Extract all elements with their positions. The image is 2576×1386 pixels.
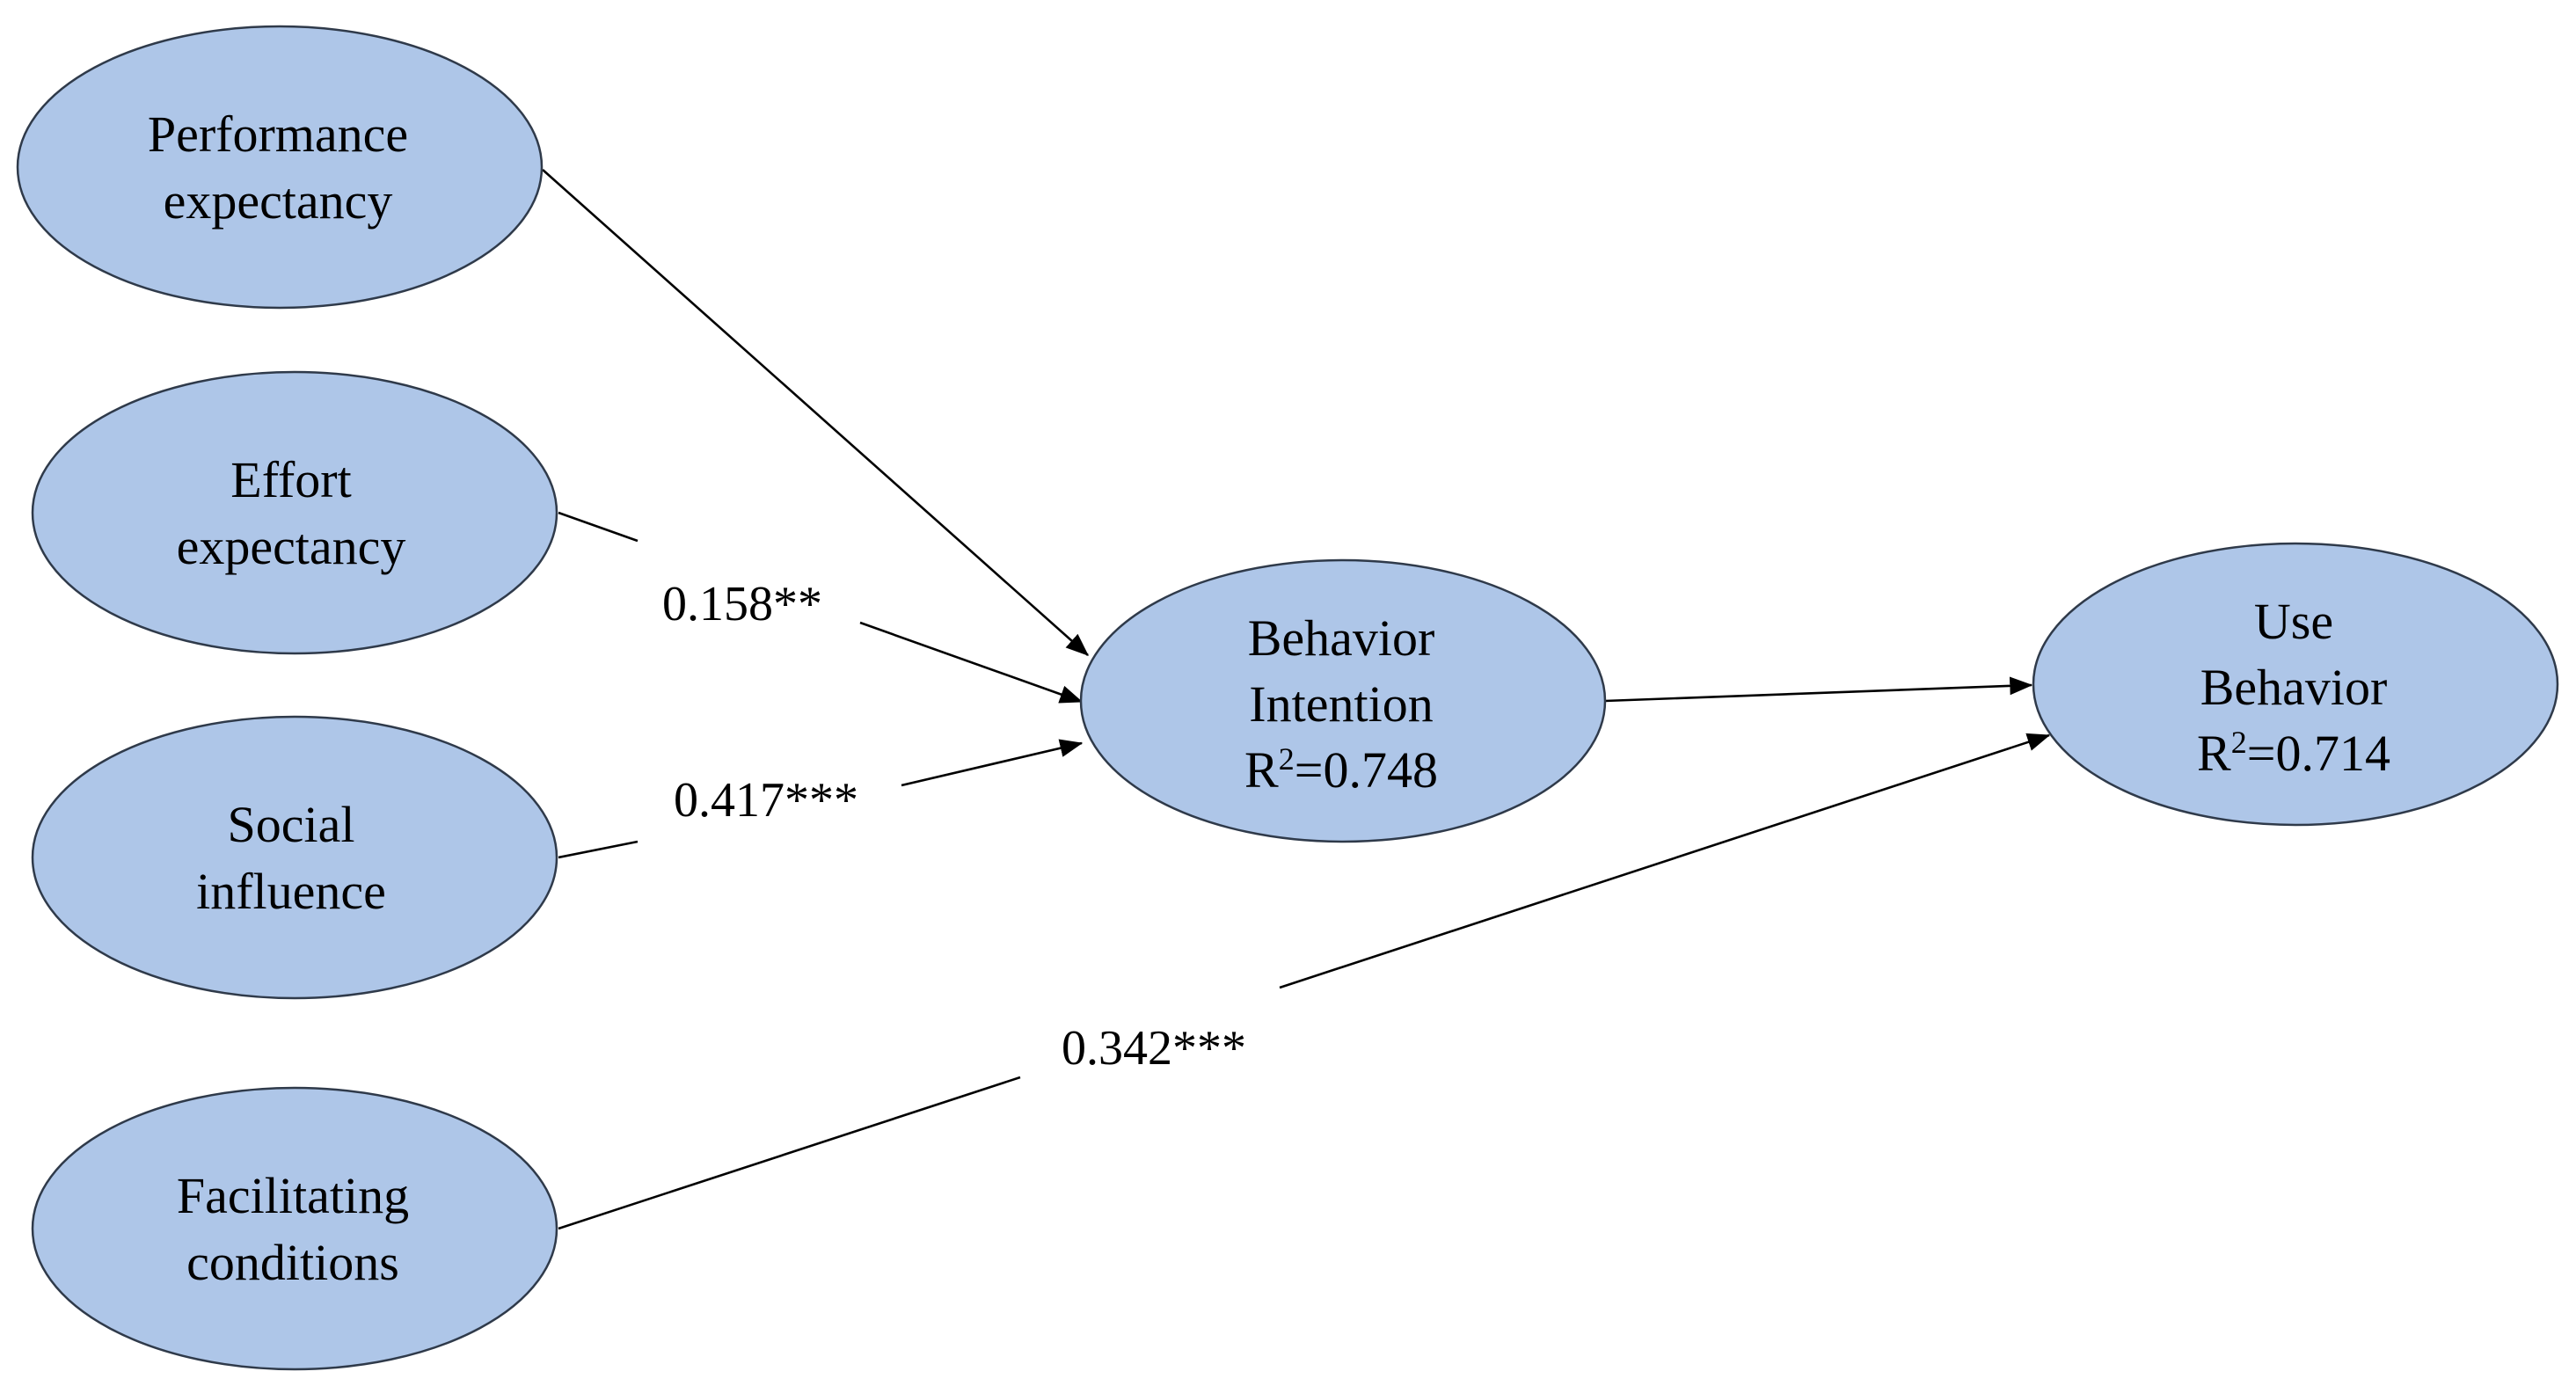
- path-intention-to-use: [1604, 676, 2033, 703]
- node-label-line1: Social: [228, 796, 355, 853]
- node-facilitating-conditions: Facilitating conditions: [31, 1086, 558, 1371]
- node-label-line2: Intention: [1249, 675, 1433, 733]
- coefficient-facilitating-to-use: 0.342***: [1062, 1021, 1246, 1076]
- node-label-line2: expectancy: [177, 518, 406, 575]
- path-effort-to-intention-start: [558, 511, 639, 543]
- node-effort-expectancy: Effort expectancy: [31, 370, 558, 655]
- node-behavior-intention: Behavior Intention R2=0.748: [1079, 558, 1607, 843]
- superscript-two: 2: [1279, 741, 1295, 777]
- coefficient-effort-to-intention: 0.158**: [662, 577, 822, 631]
- path-effort-to-intention: [859, 621, 1084, 704]
- node-label-line1: Performance: [148, 106, 408, 163]
- superscript-two: 2: [2231, 725, 2247, 760]
- node-label-line2: influence: [196, 863, 386, 920]
- path-facilitating-to-use: [1279, 733, 2051, 989]
- path-performance-to-intention: [542, 169, 1089, 656]
- node-label-line1: Use: [2254, 593, 2333, 650]
- node-use-behavior: Use Behavior R2=0.714: [2032, 542, 2559, 827]
- path-social-to-intention: [901, 739, 1084, 787]
- node-label-line1: Facilitating: [177, 1167, 409, 1224]
- coefficient-social-to-intention: 0.417***: [674, 773, 858, 828]
- node-label-line2: expectancy: [164, 172, 393, 230]
- node-performance-expectancy: Performance expectancy: [16, 25, 544, 310]
- node-label-line1: Behavior: [1248, 609, 1435, 667]
- r-squared-use-behavior: R2=0.714: [2197, 725, 2390, 782]
- r-squared-behavior-intention: R2=0.748: [1244, 741, 1438, 799]
- node-label-line1: Effort: [230, 451, 351, 508]
- path-social-to-intention-start: [558, 840, 639, 859]
- path-facilitating-to-use-start: [558, 1076, 1021, 1230]
- node-label-line2: conditions: [186, 1234, 399, 1291]
- node-label-line2: Behavior: [2200, 659, 2388, 716]
- node-social-influence: Social influence: [31, 715, 558, 1000]
